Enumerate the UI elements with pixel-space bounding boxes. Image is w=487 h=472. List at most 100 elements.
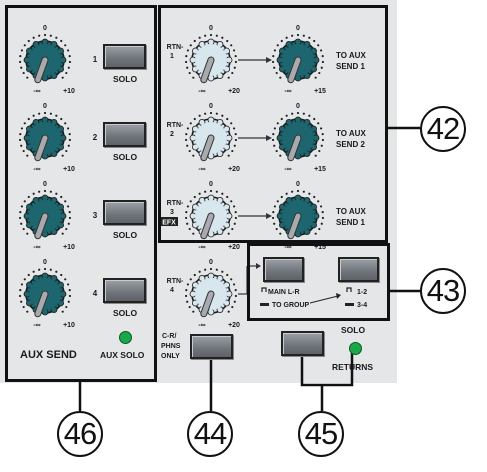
to-group-arrow-line [309,295,339,304]
callout-42: 42 [420,106,466,152]
callout-43: 43 [420,268,466,314]
aux-knob-number: 4 [93,289,98,298]
aux-send-knob-3-pointer [35,213,48,239]
rtn-label: RTN- [167,278,184,285]
route-arrow-head [266,57,272,63]
rtn-knob-top-label: 0 [209,259,213,266]
solo-button-1[interactable] [103,44,146,69]
to-aux-knob-2-pointer [288,135,301,161]
rtn4-route-arrow [256,263,261,269]
aux-knob-max-label: +10 [63,88,75,95]
returns-solo-label: SOLO [341,325,366,335]
returns-solo-button[interactable] [281,331,324,356]
aux-solo-label: AUX SOLO [100,350,145,360]
group-up-symbol [346,287,352,292]
efx-badge [160,217,178,226]
main-lr-button[interactable] [263,257,304,282]
aux-knob-max-label: +10 [63,322,75,329]
send-knob-min-label: -∞ [284,88,291,95]
solo-button-2[interactable] [103,122,146,147]
main-lr-label: MAIN L-R [268,289,300,296]
aux-knob-number: 3 [93,211,98,220]
to-aux-knob-3-pointer [288,213,301,239]
rtn-level-knob-3-pointer [201,213,214,239]
aux-knob-max-label: +10 [63,166,75,173]
to-group-label: TO GROUP [272,302,310,309]
solo-button-3[interactable] [103,200,146,225]
returns-label: RETURNS [332,362,374,372]
callout-44: 44 [187,411,233,457]
aux-knob-top-label: 0 [43,25,47,32]
to-group-arrow-head [336,293,341,299]
route-arrow-head [266,213,272,219]
to-aux-label-line1: TO AUX [336,129,366,138]
rtn-level-knob-1-pointer [201,57,214,83]
to-group-down-symbol [260,303,269,306]
to-aux-label-line2: SEND 1 [336,218,365,227]
solo-label-1: SOLO [113,74,138,84]
aux-send-knob-2-pointer [35,135,48,161]
returns-outline [158,5,388,243]
aux-send-knob-4-pointer [35,291,48,317]
rtn-number: 3 [170,209,174,216]
phones-label-line1: C-R/ [162,333,177,340]
rtn-label: RTN- [167,200,184,207]
rtn-knob-max-label: +20 [228,244,240,251]
routing-outline [247,243,390,321]
solo-label-2: SOLO [113,152,138,162]
aux-knob-top-label: 0 [43,181,47,188]
send-knob-min-label: -∞ [284,244,291,251]
aux-knob-min-label: -∞ [33,88,40,95]
send-knob-top-label: 0 [296,103,300,110]
route-arrow-head [266,135,272,141]
aux-knob-min-label: -∞ [33,322,40,329]
rtn-number: 2 [170,131,174,138]
rtn-level-knob-4-pointer [201,291,214,317]
rtn-level-knob-2-pointer [201,135,214,161]
to-aux-knob-1-pointer [288,57,301,83]
rtn-knob-min-label: -∞ [198,244,205,251]
aux-knob-top-label: 0 [43,103,47,110]
rtn-knob-min-label: -∞ [198,88,205,95]
aux-send-outline [5,5,157,382]
rtn-number: 4 [170,287,174,294]
aux-knob-min-label: -∞ [33,166,40,173]
to-aux-label-line1: TO AUX [336,207,366,216]
rtn-knob-top-label: 0 [209,103,213,110]
send-knob-max-label: +15 [314,244,326,251]
to-aux-label-line2: SEND 1 [336,62,365,71]
callout-45: 45 [298,411,344,457]
aux-knob-number: 2 [93,133,98,142]
send-knob-top-label: 0 [296,25,300,32]
rtn-knob-max-label: +20 [228,88,240,95]
rtn-knob-min-label: -∞ [198,322,205,329]
aux-send-label: AUX SEND [20,349,77,361]
send-knob-max-label: +15 [314,88,326,95]
aux-solo-led [119,331,132,344]
phones-label-line2: PHNS [161,343,181,350]
rtn-knob-min-label: -∞ [198,166,205,173]
phones-label-line3: ONLY [161,353,180,360]
returns-solo-led [349,342,362,355]
group-12-label: 1-2 [357,289,368,296]
solo-button-4[interactable] [103,278,146,303]
rtn-label: RTN- [167,44,184,51]
rtn-number: 1 [170,53,174,60]
callout-45-bracket [300,353,354,387]
phones-only-button[interactable] [190,334,233,359]
aux-knob-top-label: 0 [43,259,47,266]
send-knob-max-label: +15 [314,166,326,173]
aux-knob-max-label: +10 [63,244,75,251]
rtn-knob-max-label: +20 [228,322,240,329]
aux-send-knob-1-pointer [35,57,48,83]
group-down-symbol [345,303,354,306]
to-aux-label-line2: SEND 2 [336,140,365,149]
main-lr-up-symbol [261,287,267,292]
rtn-knob-max-label: +20 [228,166,240,173]
solo-label-4: SOLO [113,308,138,318]
to-aux-label-line1: TO AUX [336,51,366,60]
efx-label: EFX [162,220,176,227]
callout-46: 46 [57,411,103,457]
group-button[interactable] [338,257,379,282]
